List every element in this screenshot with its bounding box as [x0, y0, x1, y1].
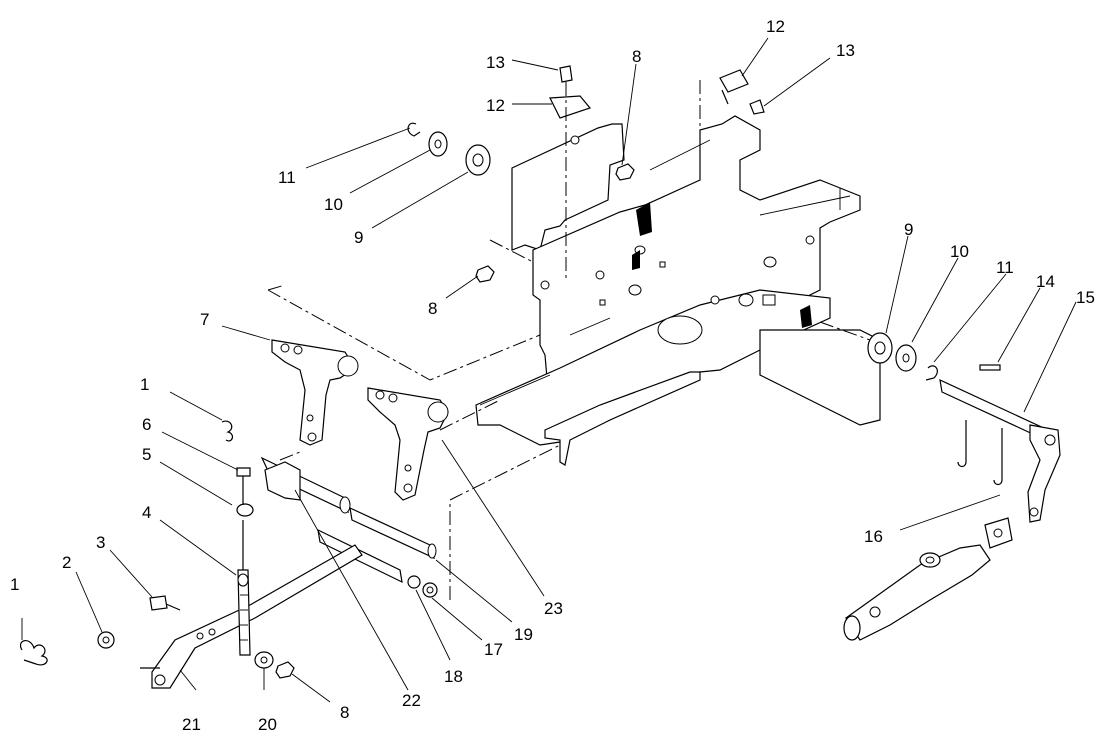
chain-link: [237, 520, 251, 656]
lift-arm: [140, 544, 363, 689]
pivot-tube: [260, 456, 351, 514]
callout-4: 4: [142, 503, 151, 522]
clip-right: [925, 365, 938, 381]
callout-22: 22: [402, 691, 421, 710]
bushing-right: [867, 332, 893, 364]
callout-11b: 11: [996, 258, 1014, 277]
callout-5: 5: [142, 445, 151, 464]
hairpin-right: [957, 420, 1003, 486]
bolt-left: [149, 595, 181, 611]
callout-8c: 8: [632, 47, 641, 66]
pivot-arm-right: [367, 387, 449, 501]
hairpin-clip: [20, 420, 234, 666]
leader-lines: [21, 37, 1077, 703]
callout-15: 15: [1076, 288, 1095, 307]
callout-9b: 9: [904, 220, 913, 239]
callout-21: 21: [182, 715, 201, 734]
nut-center: [475, 265, 495, 283]
callout-23: 23: [544, 599, 563, 618]
center-lines: [267, 80, 871, 600]
clevis-pin: [236, 467, 254, 517]
callout-1a: 1: [10, 575, 19, 594]
washer-right: [895, 344, 917, 372]
callout-2: 2: [62, 553, 71, 572]
callout-labels: 1 1 2 3 4 5 6 7 8 8 8 9 9 10 10 11 11 12…: [10, 17, 1095, 734]
callout-17: 17: [484, 640, 503, 659]
callout-1b: 1: [140, 375, 149, 394]
hydraulic-cylinder: [843, 544, 991, 641]
callout-10a: 10: [324, 195, 343, 214]
callout-19: 19: [514, 625, 533, 644]
callout-14: 14: [1036, 272, 1055, 291]
frame-assembly: [475, 115, 881, 466]
callout-12b: 12: [766, 17, 785, 36]
nut-lower: [275, 661, 295, 679]
pivot-arm-left: [271, 339, 359, 446]
washer-lower: [254, 651, 274, 669]
callout-7: 7: [200, 310, 209, 329]
callout-8b: 8: [428, 299, 437, 318]
callout-6: 6: [142, 415, 151, 434]
cross-shaft: [939, 364, 1061, 523]
callout-13a: 13: [486, 53, 505, 72]
callout-3: 3: [96, 533, 105, 552]
callout-12a: 12: [486, 96, 505, 115]
callout-10b: 10: [950, 242, 969, 261]
callout-9a: 9: [354, 228, 363, 247]
callout-16: 16: [864, 527, 883, 546]
nut-top: [615, 163, 635, 181]
washer-upper-left: [428, 131, 448, 157]
callout-8a: 8: [340, 703, 349, 722]
bushing-small: [407, 575, 438, 598]
callout-13b: 13: [836, 41, 855, 60]
clip-upper-left: [407, 122, 421, 137]
rod-end: [984, 517, 1013, 549]
callout-20: 20: [258, 715, 277, 734]
callout-18: 18: [444, 667, 463, 686]
bracket-top-left: [549, 65, 592, 280]
pivot-rod: [349, 506, 437, 560]
washer-left: [97, 631, 115, 649]
bushing-upper-left: [465, 144, 491, 176]
callout-11a: 11: [278, 168, 296, 187]
bracket-top-right: [719, 69, 765, 115]
